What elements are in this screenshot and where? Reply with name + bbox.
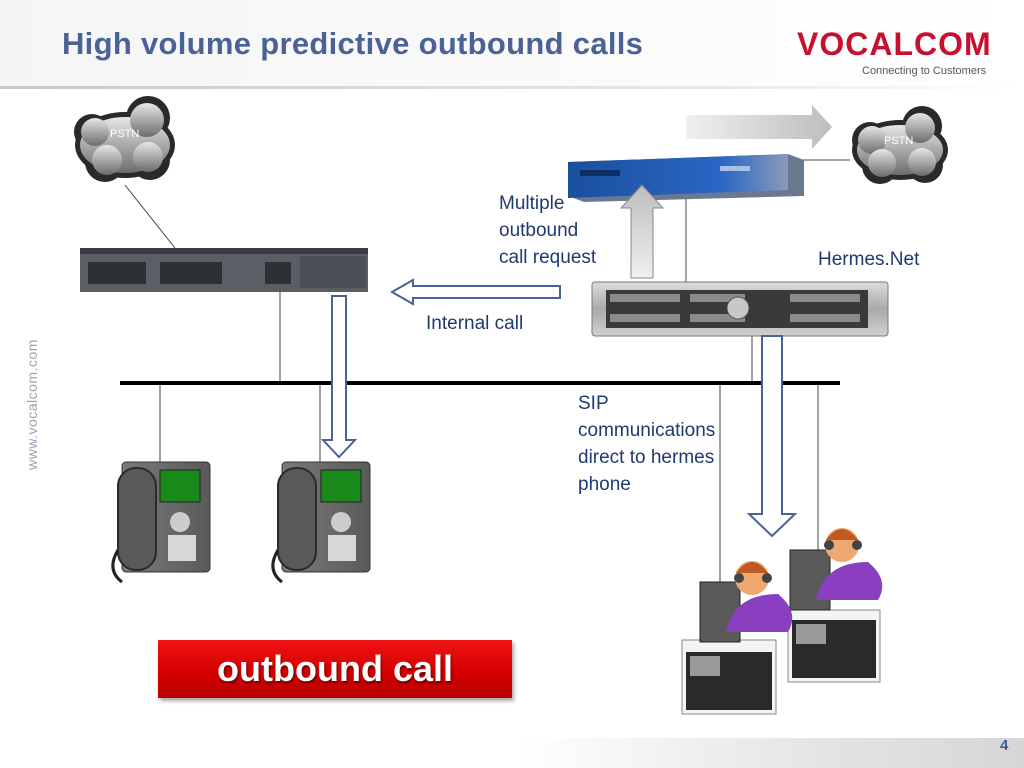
logo-tagline: Connecting to Customers bbox=[862, 65, 987, 77]
ip-phone-1-icon bbox=[111, 461, 211, 584]
footer-bar bbox=[520, 738, 1024, 768]
arrow-sip-to-agents bbox=[746, 335, 798, 538]
ip-phone-2-icon bbox=[271, 461, 371, 584]
arrow-internal-call bbox=[389, 278, 561, 306]
vocalcom-logo: VOCALCOM bbox=[797, 26, 992, 62]
page-number: 4 bbox=[1000, 737, 1009, 754]
slide-title: High volume predictive outbound calls bbox=[62, 26, 644, 61]
arrow-request-up bbox=[619, 184, 665, 279]
multiple-request-label: Multiple outbound call request bbox=[499, 193, 597, 268]
hermes-server-icon bbox=[591, 281, 889, 337]
title-bar bbox=[0, 0, 1024, 88]
dialer-server-icon bbox=[568, 154, 804, 202]
sip-label: SIP communications direct to hermes phon… bbox=[578, 393, 716, 495]
pstn-right-label: PSTN bbox=[884, 135, 914, 147]
hermes-label: Hermes.Net bbox=[818, 249, 920, 270]
internal-call-label: Internal call bbox=[426, 313, 524, 334]
pstn-cloud-left-icon bbox=[74, 96, 175, 182]
outbound-call-banner: outbound call bbox=[158, 640, 512, 698]
arrow-to-phone bbox=[320, 295, 358, 459]
title-divider bbox=[0, 86, 1024, 89]
pstn-left-label: PSTN bbox=[110, 128, 140, 140]
pstn-cloud-right-icon bbox=[852, 106, 948, 184]
agent-workstation-back-icon bbox=[787, 528, 883, 683]
arrow-to-pstn bbox=[686, 105, 832, 149]
pbx-switch-icon bbox=[80, 248, 368, 292]
agent-workstation-front-icon bbox=[681, 561, 793, 715]
